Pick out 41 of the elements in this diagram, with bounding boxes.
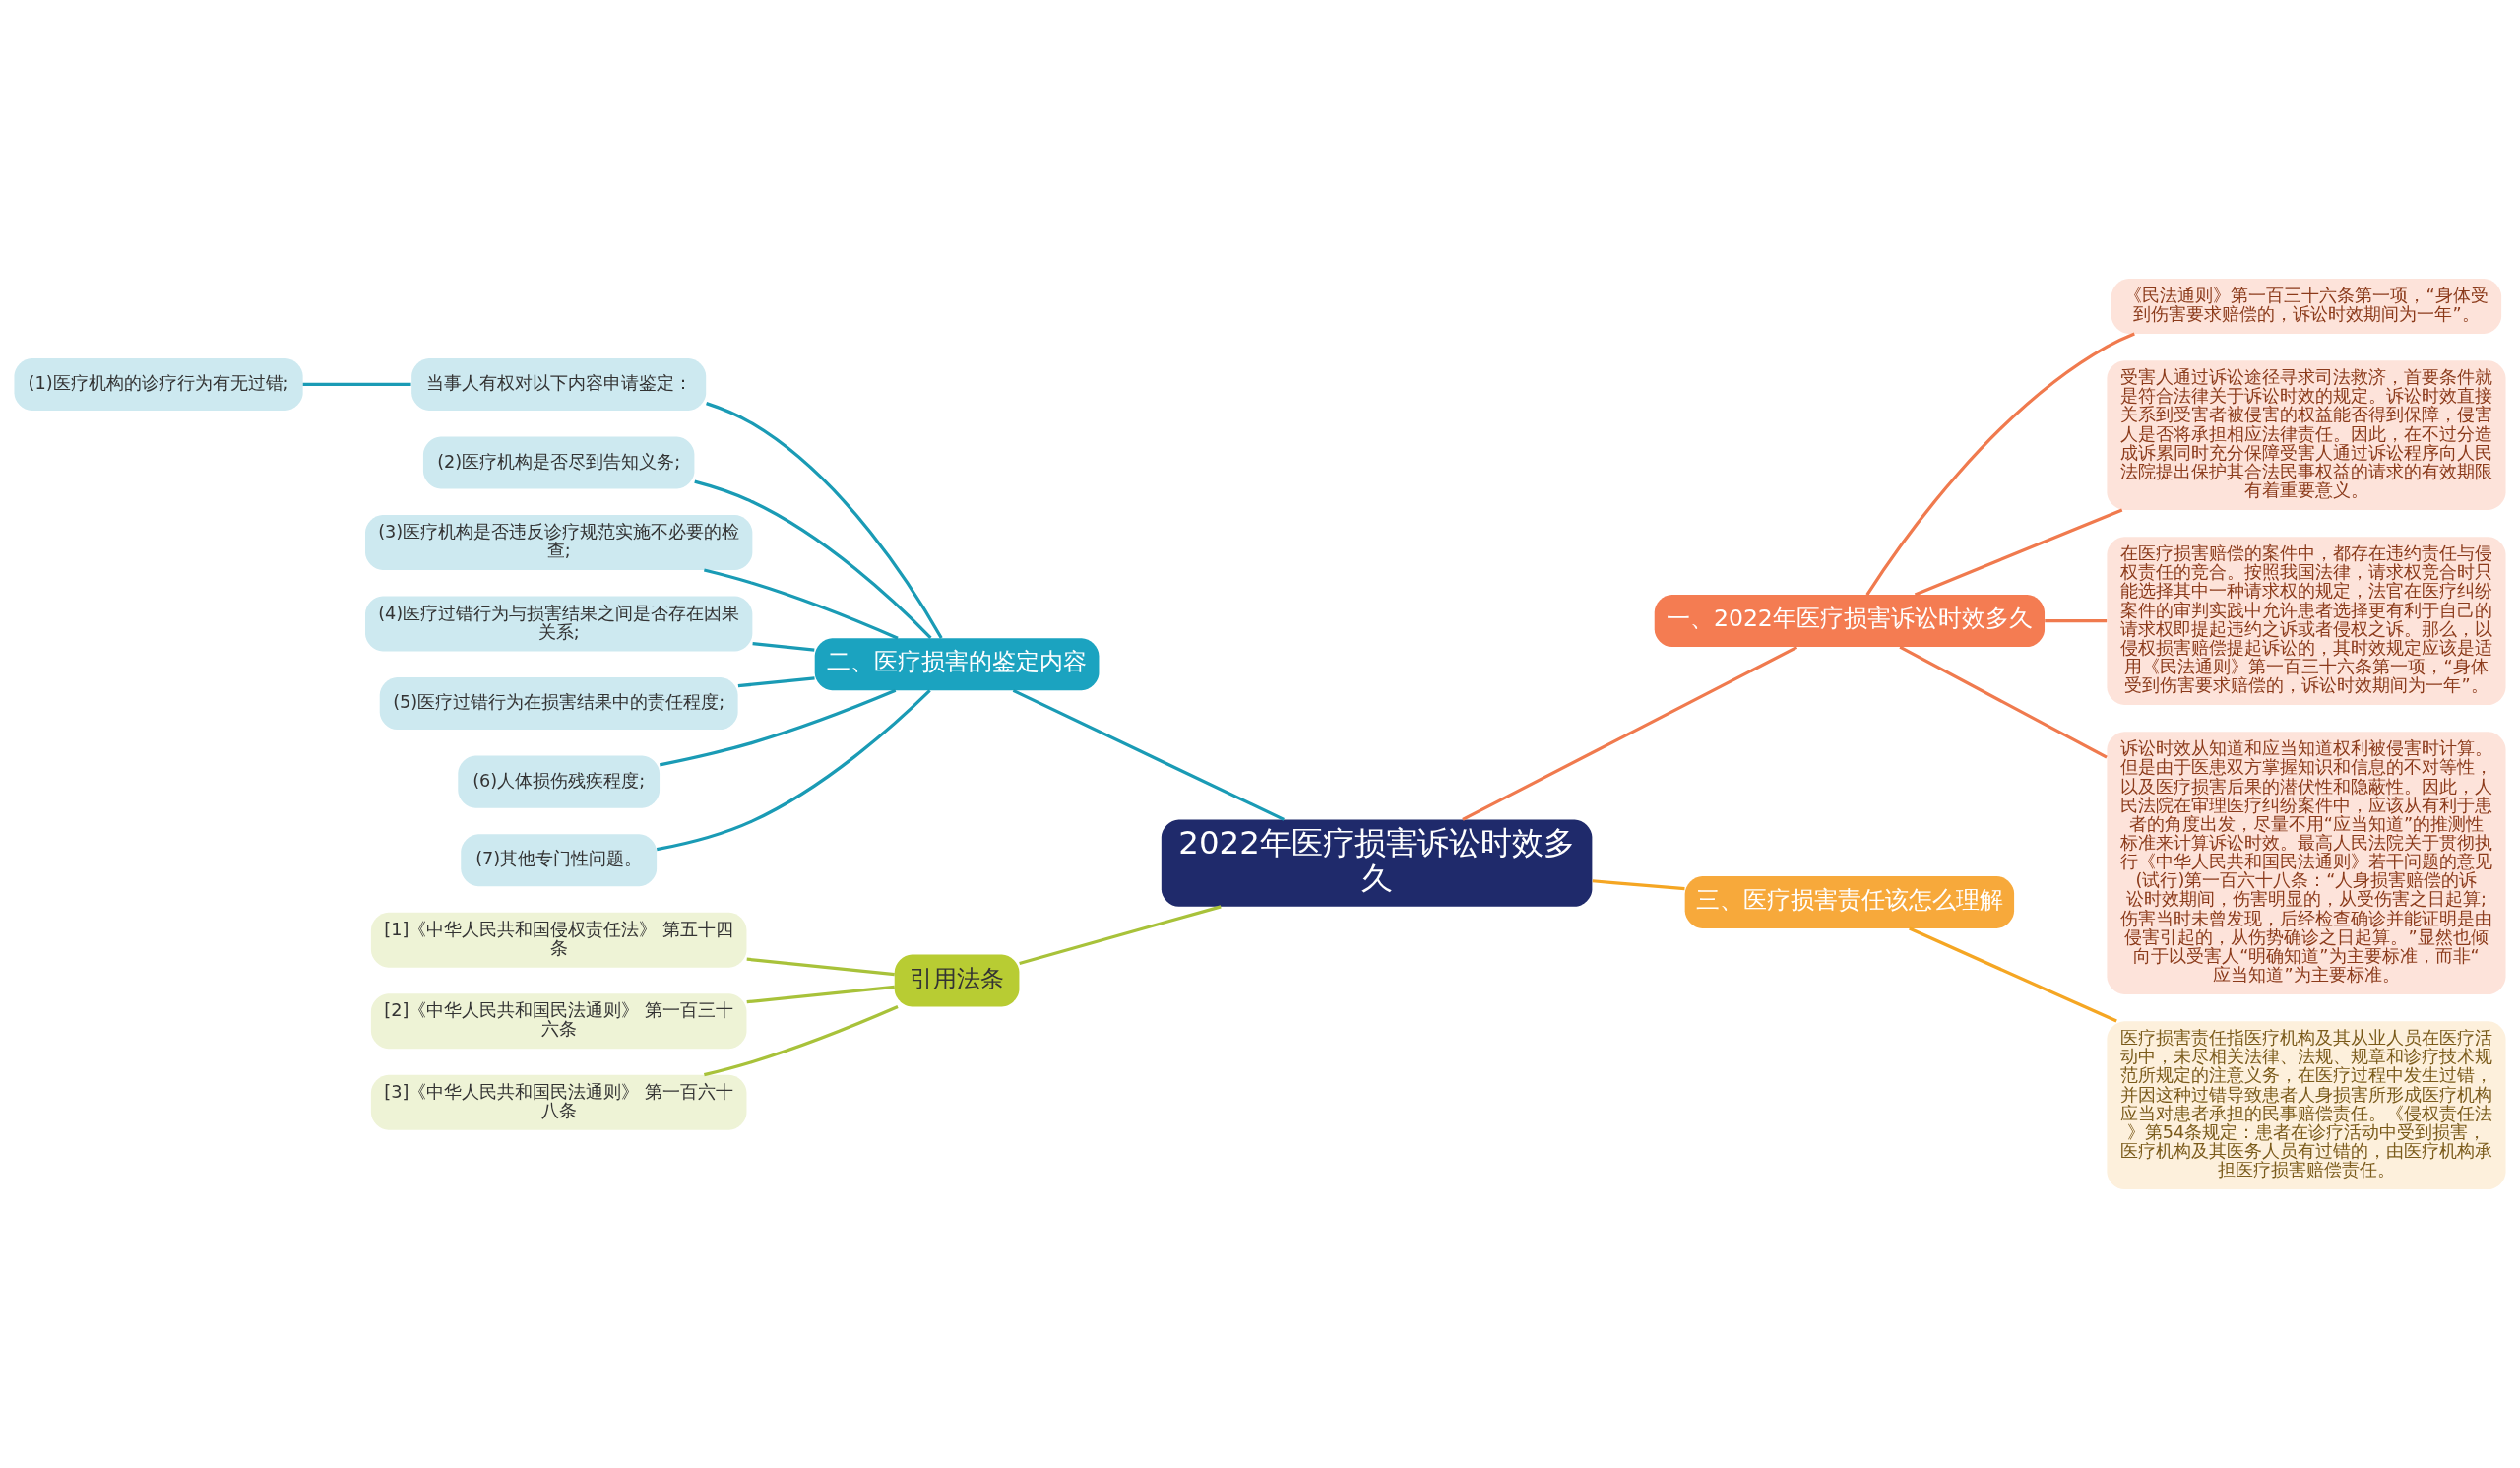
connector — [1914, 508, 2123, 597]
connector — [1592, 879, 1685, 891]
node-box: 受害人通过诉讼途径寻求司法救济，首要条件就是符合法律关于诉讼时效的规定。诉讼时效直接关系到受害者被侵害的权益能否得到保障，侵害人是否将承担相应法律责任。因此，在不过分造成诉累同时充分保障受害人通过诉讼程序向人民法院提出保护其合法民事权益的请求的有效期限有着重要意义。 — [2107, 360, 2506, 510]
connector — [1865, 332, 2135, 596]
connector — [1012, 688, 1285, 821]
connector — [746, 985, 895, 1004]
connector — [1019, 905, 1222, 966]
connector — [1462, 645, 1798, 821]
node-box: (6)人体损伤残疾程度; — [458, 755, 661, 808]
connector — [703, 1005, 899, 1077]
node-box: (1)医疗机构的诊疗行为有无过错; — [14, 357, 303, 411]
node-box: 医疗损害责任指医疗机构及其从业人员在医疗活动中，未尽相关法律、法规、规章和诊疗技术规范所规定的注意义务，在医疗过程中发生过错，并因这种过错导致患者人身损害所形成医疗机构应当对患者承担的民事赔偿责任。《侵权责任法》第54条规定：患者在诊疗活动中受到损害，医疗机构及其医务人员有过错的，由医疗机构承担医疗损害赔偿责任。 — [2107, 1021, 2506, 1190]
connector — [1899, 645, 2108, 759]
node-box: 二、医疗损害的鉴定内容 — [814, 638, 1100, 691]
node-box: [1]《中华人民共和国侵权责任法》 第五十四条 — [370, 912, 747, 968]
node-box: (2)医疗机构是否尽到告知义务; — [422, 436, 695, 489]
node-box: 诉讼时效从知道和应当知道权利被侵害时计算。但是由于医患双方掌握知识和信息的不对等性，以及医疗损害后果的潜伏性和隐蔽性。因此，人民法院在审理医疗纠纷案件中，应该从有利于患者的角度出发，尽量不用“应当知道”的推测性标准来计算诉讼时效。最高人民法院关于贯彻执行《中华人民共和国民法通则》若干问题的意见(试行)第一百六十八条：“人身损害赔偿的诉讼时效期间，伤害明显的，从受伤害之日起算;伤害当时未曾发现，后经检查确诊并能证明是由侵害引起的，从伤势确诊之日起算。”显然也倾向于以受害人“明确知道”为主要标准，而非“应当知道”为主要标准。 — [2107, 732, 2506, 994]
node-box: 2022年医疗损害诉讼时效多久 — [1161, 819, 1593, 907]
node-box: (5)医疗过错行为在损害结果中的责任程度; — [379, 677, 738, 731]
connector — [746, 957, 895, 977]
node-box: 《民法通则》第一百三十六条第一项，“身体受到伤害要求赔偿的，诉讼时效期间为一年”。 — [2110, 278, 2502, 334]
connector — [302, 382, 411, 387]
node-box: [3]《中华人民共和国民法通则》 第一百六十八条 — [370, 1074, 747, 1130]
node-box: 引用法条 — [894, 954, 1020, 1007]
connector — [656, 689, 931, 852]
connector — [694, 479, 932, 639]
node-box: (7)其他专门性问题。 — [461, 834, 658, 887]
connector — [703, 568, 899, 640]
connector — [752, 642, 815, 652]
connector — [659, 688, 897, 767]
node-box: [2]《中华人民共和国民法通则》 第一百三十六条 — [370, 993, 747, 1050]
node-box: 一、2022年医疗损害诉讼时效多久 — [1654, 595, 2046, 648]
node-box: 在医疗损害赔偿的案件中，都存在违约责任与侵权责任的竞合。按照我国法律，请求权竞合时只能选择其中一种请求权的规定，法官在医疗纠纷案件的审判实践中允许患者选择更有利于自己的请求权即提起违约之诉或者侵权之诉。那么，以侵权损害赔偿提起诉讼的，其时效规定应该是适用《民法通则》第一百三十六条第一项，“身体受到伤害要求赔偿的，诉讼时效期间为一年”。 — [2107, 537, 2506, 706]
node-box: 当事人有权对以下内容申请鉴定： — [411, 357, 707, 411]
connector — [1909, 926, 2117, 1023]
node-box: (3)医疗机构是否违反诊疗规范实施不必要的检查; — [365, 515, 753, 570]
connector — [706, 402, 943, 639]
connector — [2045, 618, 2108, 623]
node-box: 三、医疗损害责任该怎么理解 — [1684, 875, 2015, 928]
node-box: (4)医疗过错行为与损害结果之间是否存在因果关系; — [365, 596, 753, 652]
connector — [737, 676, 815, 688]
